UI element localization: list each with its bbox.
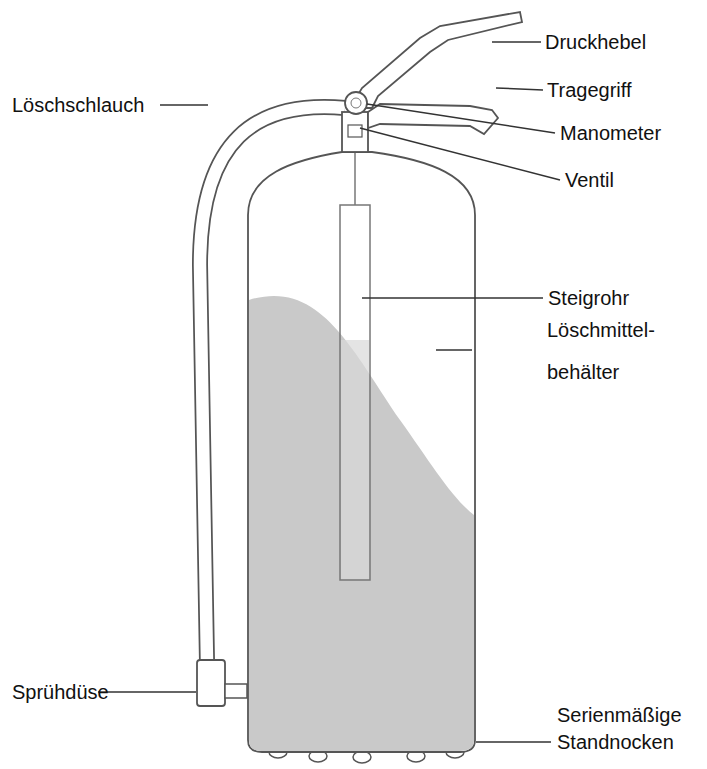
- part-label: Steigrohr: [548, 286, 629, 310]
- riser-tube: [340, 205, 370, 580]
- part-label: Sprühdüse: [12, 680, 109, 704]
- part-label: Löschschlauch: [12, 93, 144, 117]
- valve: [342, 112, 368, 152]
- part-label: Druckhebel: [545, 30, 646, 54]
- part-label: Löschmittel- behälter: [547, 309, 655, 393]
- carry-handle: [368, 104, 498, 134]
- leader-lines: [98, 42, 560, 742]
- part-label: Ventil: [565, 168, 614, 192]
- hose: [200, 107, 345, 662]
- manometer: [345, 92, 367, 114]
- nozzle: [197, 660, 225, 706]
- agent-fill: [249, 296, 474, 751]
- riser-tube-shade: [341, 340, 369, 579]
- extinguisher-body: [248, 152, 475, 752]
- part-label: Serienmäßige Standnocken: [557, 702, 682, 756]
- part-label: Tragegriff: [547, 78, 631, 102]
- part-label: Manometer: [560, 121, 661, 145]
- pressure-lever: [350, 12, 522, 108]
